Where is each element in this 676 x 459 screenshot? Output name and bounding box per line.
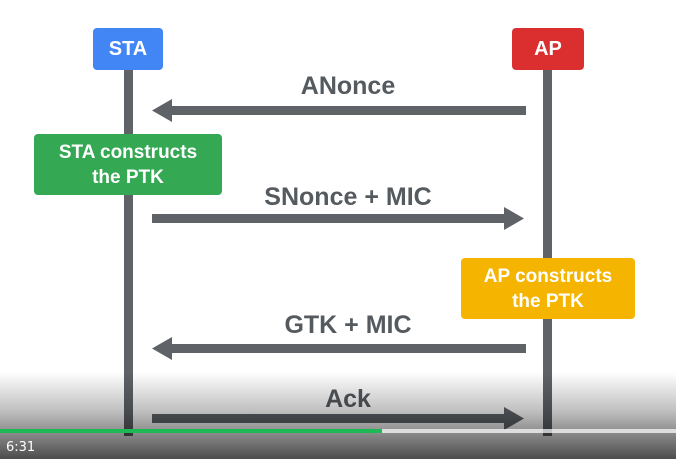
sta-constructs-ptk-note: STA constructs the PTK	[34, 134, 222, 195]
snonce-mic-arrow	[152, 207, 524, 230]
progress-played	[0, 429, 382, 433]
sta-actor-box: STA	[93, 28, 163, 70]
ap-actor-label: AP	[534, 37, 562, 60]
ap-lifeline	[543, 58, 552, 436]
anonce-label: ANonce	[300, 72, 396, 100]
sta-note-line-2: the PTK	[92, 166, 164, 188]
ack-label: Ack	[325, 385, 371, 413]
ap-actor-box: AP	[512, 28, 584, 70]
gtk-mic-label: GTK + MIC	[284, 311, 412, 339]
ap-note-line-1: AP constructs	[483, 265, 613, 287]
snonce-mic-label: SNonce + MIC	[264, 183, 432, 211]
ap-note-line-2: the PTK	[512, 290, 584, 312]
video-progress-bar[interactable]	[0, 429, 676, 433]
anonce-arrow	[152, 99, 526, 122]
sta-note-line-1: STA constructs	[58, 141, 198, 163]
current-time: 6:31	[6, 440, 36, 455]
sta-lifeline	[124, 58, 133, 436]
sta-actor-label: STA	[108, 37, 148, 60]
ap-constructs-ptk-note: AP constructs the PTK	[461, 258, 635, 319]
gtk-mic-arrow	[152, 337, 526, 360]
